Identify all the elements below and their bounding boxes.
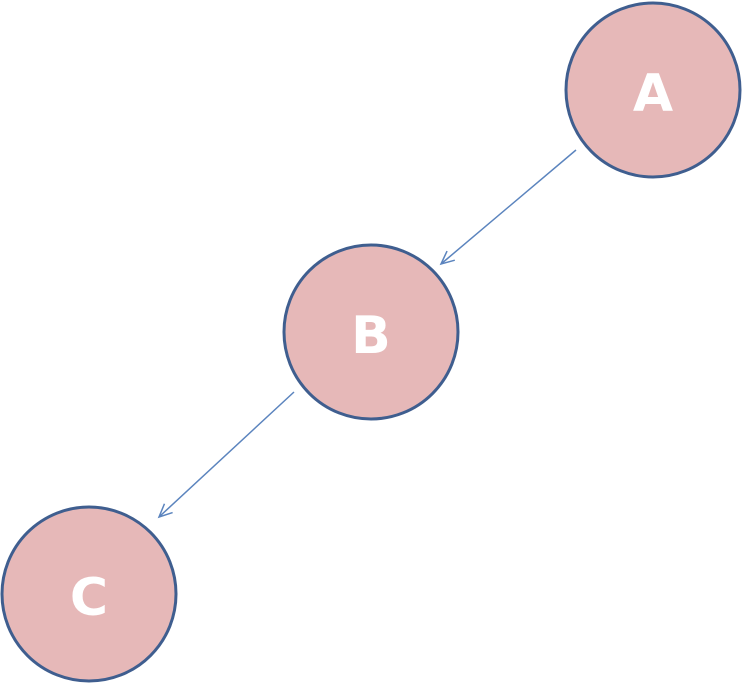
node-c-label: C [70, 568, 108, 628]
node-a-label: A [633, 64, 673, 124]
node-a-circle [564, 1, 742, 179]
node-a: A [564, 1, 742, 179]
node-b-label: B [351, 306, 391, 366]
node-b-circle [282, 243, 460, 421]
edge-b-to-c [157, 391, 295, 519]
edge-a-to-b [439, 149, 577, 266]
node-c-circle [0, 505, 178, 683]
node-b: B [282, 243, 460, 421]
node-c: C [0, 505, 178, 683]
